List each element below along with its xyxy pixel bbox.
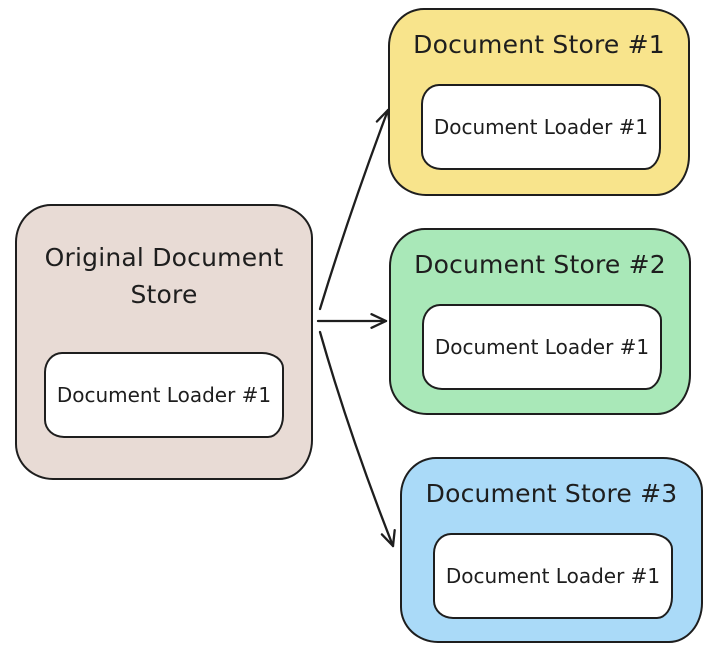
loader-label: Document Loader #1: [56, 383, 272, 407]
node-document-store-3: Document Store #3 Document Loader #1: [400, 457, 703, 643]
arrow-original-to-store3: [318, 330, 396, 548]
node-original-document-store: Original Document Store Document Loader …: [15, 204, 313, 480]
arrowhead-icon: [370, 313, 388, 329]
node-title: Document Store #1: [413, 30, 665, 59]
loader-box: Document Loader #1: [44, 352, 284, 438]
loader-box: Document Loader #1: [421, 84, 661, 170]
node-document-store-2: Document Store #2 Document Loader #1: [389, 228, 691, 415]
arrow-original-to-store1: [318, 108, 391, 311]
node-title: Original Document Store: [44, 243, 284, 309]
loader-label: Document Loader #1: [445, 564, 661, 588]
loader-box: Document Loader #1: [422, 304, 662, 390]
loader-label: Document Loader #1: [434, 335, 650, 359]
node-document-store-1: Document Store #1 Document Loader #1: [388, 8, 690, 196]
arrow-original-to-store2: [316, 313, 388, 329]
arrowhead-icon: [380, 528, 396, 548]
node-title: Document Store #2: [414, 250, 666, 279]
arrow-shaft: [318, 330, 395, 548]
loader-label: Document Loader #1: [433, 115, 649, 139]
arrow-shaft: [318, 108, 390, 311]
node-title: Document Store #3: [425, 479, 678, 508]
loader-box: Document Loader #1: [433, 533, 673, 619]
